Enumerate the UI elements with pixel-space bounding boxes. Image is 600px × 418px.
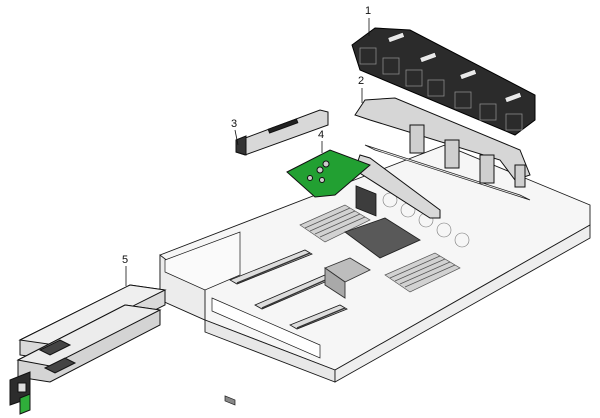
cpu-heatsink-primary bbox=[344, 217, 421, 259]
memory-dimms-right bbox=[384, 252, 461, 293]
callout-2-fan-bracket: 2 bbox=[358, 75, 365, 87]
callout-4-green-board: 4 bbox=[318, 129, 325, 141]
callout-5-power-supplies: 5 bbox=[122, 254, 129, 266]
memory-dimms-left bbox=[299, 204, 371, 243]
power-supply-units bbox=[9, 284, 167, 415]
callout-3-riser-board: 3 bbox=[231, 118, 238, 130]
fan-tray-bracket bbox=[354, 97, 531, 188]
fan-module-assembly bbox=[351, 27, 536, 217]
callout-leaders bbox=[125, 18, 370, 286]
callout-1-fan-modules: 1 bbox=[365, 5, 372, 17]
green-circuit-board bbox=[286, 149, 441, 219]
chassis bbox=[159, 144, 591, 406]
riser-board bbox=[235, 109, 329, 156]
